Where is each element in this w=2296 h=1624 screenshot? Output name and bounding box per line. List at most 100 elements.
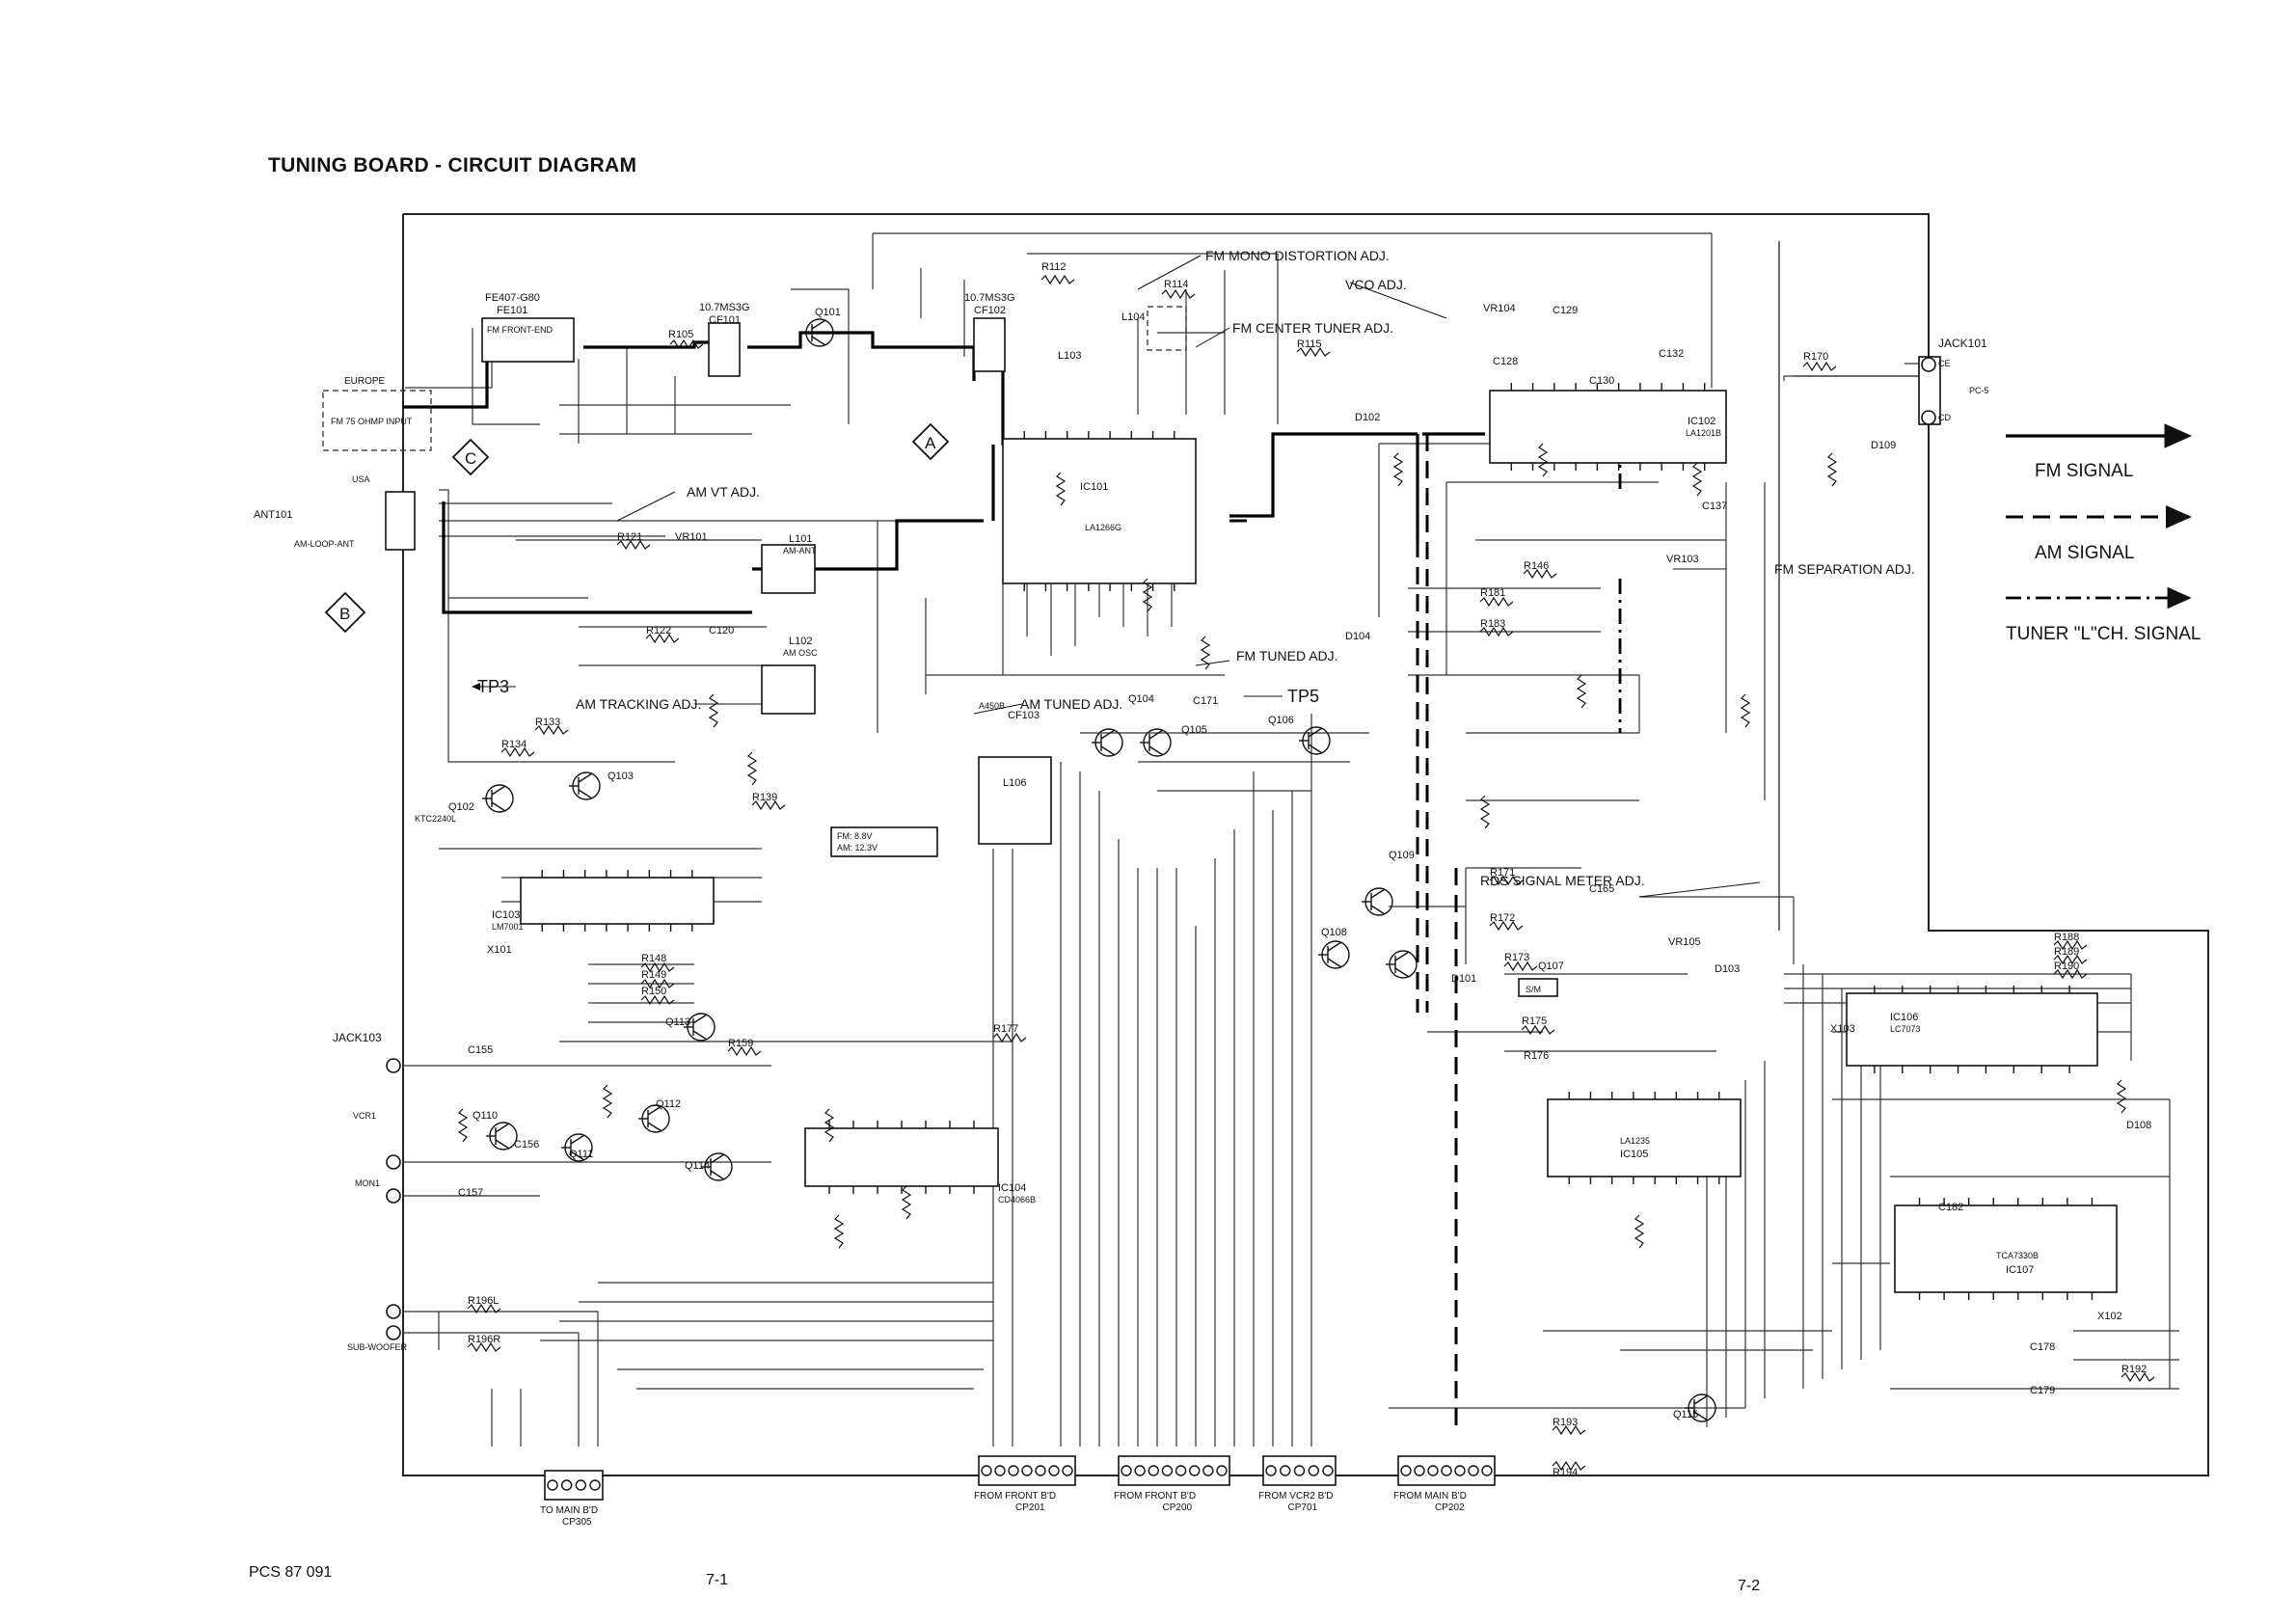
marker-a <box>911 422 950 461</box>
label-x101: X101 <box>487 944 512 956</box>
label-q115: Q115 <box>1673 1409 1698 1421</box>
label-q113: Q113 <box>665 1016 690 1028</box>
label-r190: R190 <box>2054 961 2079 972</box>
label-r175: R175 <box>1522 1015 1547 1027</box>
label-r172: R172 <box>1490 912 1515 924</box>
label-ic106-part: LC7073 <box>1890 1024 1921 1034</box>
cf102-body <box>973 317 1006 372</box>
page-number-right: 7-2 <box>1738 1578 1761 1594</box>
ic106-body <box>1846 992 2098 1067</box>
label-l102-sub: AM OSC <box>783 648 818 658</box>
fm-signal-path <box>403 331 1485 614</box>
label-r114: R114 <box>1164 279 1188 290</box>
label-r150: R150 <box>641 986 666 997</box>
label-c171: C171 <box>1193 695 1218 707</box>
label-x102: X102 <box>2097 1311 2122 1322</box>
marker-b-label: B <box>339 605 350 623</box>
label-ant101: ANT101 <box>254 509 292 521</box>
label-ic102-part: LA1201B <box>1686 428 1721 438</box>
label-r105: R105 <box>668 329 693 340</box>
connector-caption: FROM VCR2 B'D <box>1258 1491 1333 1502</box>
label-cf103-part: A450B <box>979 701 1005 711</box>
marker-a-label: A <box>925 434 936 452</box>
label-jack103: JACK103 <box>333 1031 382 1044</box>
label-r193: R193 <box>1553 1417 1578 1428</box>
ic101-body <box>1002 438 1197 584</box>
label-jack101: JACK101 <box>1938 337 1987 350</box>
label-ic103-part: LM7001 <box>492 922 524 932</box>
label-vcr1: VCR1 <box>353 1111 376 1121</box>
label-pc5: PC-5 <box>1969 386 1989 395</box>
label-r139: R139 <box>752 792 777 803</box>
connector-ref: CP202 <box>1435 1502 1465 1513</box>
label-ic101-part: LA1266G <box>1085 523 1121 532</box>
label-ic106: IC106 <box>1890 1012 1918 1023</box>
label-c179: C179 <box>2030 1385 2055 1396</box>
label-cd: CD <box>1938 413 1951 422</box>
marker-c <box>451 438 490 476</box>
ic-blocks <box>385 317 2118 1501</box>
ic103-body <box>520 877 715 925</box>
label-c130: C130 <box>1589 375 1614 387</box>
label-r196r: R196R <box>468 1334 500 1345</box>
label-r171: R171 <box>1490 867 1515 879</box>
label-c129: C129 <box>1553 305 1578 316</box>
am-signal-path <box>1229 434 1458 1427</box>
label-r159: R159 <box>728 1038 753 1049</box>
connector-ref: CP201 <box>1015 1502 1045 1513</box>
legend-am-signal: AM SIGNAL <box>2035 543 2135 563</box>
fm-tuned-adj: FM TUNED ADJ. <box>1236 648 1338 663</box>
board-outline <box>402 213 2209 1476</box>
label-c120: C120 <box>709 625 734 636</box>
ic-pins <box>541 383 2093 1300</box>
label-r122: R122 <box>646 625 671 636</box>
ic107-body <box>1894 1204 2118 1293</box>
label-d101: D101 <box>1451 973 1476 985</box>
am-tuned-adj: AM TUNED ADJ. <box>1020 696 1122 712</box>
cf101-body <box>708 322 741 377</box>
label-c165: C165 <box>1589 883 1614 895</box>
label-am-volt: AM: 12.3V <box>837 843 878 853</box>
label-r121: R121 <box>617 531 642 543</box>
label-cf101-ref: CF101 <box>709 314 741 326</box>
connector-caption: FROM MAIN B'D <box>1393 1491 1467 1502</box>
label-fe: FE407-G80 <box>485 292 540 304</box>
label-ce: CE <box>1938 359 1951 368</box>
label-ic103: IC103 <box>492 909 520 921</box>
marker-b <box>324 591 366 634</box>
label-d104: D104 <box>1345 631 1370 642</box>
label-q110: Q110 <box>473 1110 498 1122</box>
label-ic107-part: TCA7330B <box>1996 1251 2039 1260</box>
signal-markers <box>324 422 950 634</box>
label-q107: Q107 <box>1538 961 1564 972</box>
tp5-label: TP5 <box>1287 687 1319 706</box>
label-q102: Q102 <box>448 801 474 813</box>
rds-signal-adj: RDS SIGNAL METER ADJ. <box>1480 873 1645 888</box>
label-r189: R189 <box>2054 946 2079 958</box>
label-l103: L103 <box>1058 350 1081 362</box>
label-q101: Q101 <box>815 307 841 318</box>
label-l106: L106 <box>1003 777 1026 789</box>
label-vr104: VR104 <box>1483 303 1516 314</box>
ic102-body <box>1489 390 1727 464</box>
label-r181: R181 <box>1480 587 1505 599</box>
doc-id: PCS 87 091 <box>249 1564 333 1581</box>
label-sub-woofer: SUB-WOOFER <box>347 1342 407 1352</box>
label-d102: D102 <box>1355 412 1380 423</box>
label-l101: L101 <box>789 533 812 545</box>
label-sm: S/M <box>1526 985 1541 994</box>
label-fm-volt: FM: 8.8V <box>837 831 873 841</box>
am-vt-adj: AM VT ADJ. <box>687 484 760 500</box>
leader-lines <box>472 255 1761 898</box>
label-vr105: VR105 <box>1668 936 1701 948</box>
label-r148: R148 <box>641 953 666 964</box>
component-labels: FE407-G80 FE101 FM FRONT-END 10.7MS3G CF… <box>254 261 2151 1478</box>
label-q112: Q112 <box>656 1098 681 1110</box>
label-c178: C178 <box>2030 1341 2055 1353</box>
label-r177: R177 <box>993 1023 1018 1035</box>
page-number-left: 7-1 <box>706 1572 729 1588</box>
jacks <box>386 357 1936 1340</box>
label-ic101: IC101 <box>1080 481 1108 493</box>
label-q106: Q106 <box>1268 715 1294 726</box>
